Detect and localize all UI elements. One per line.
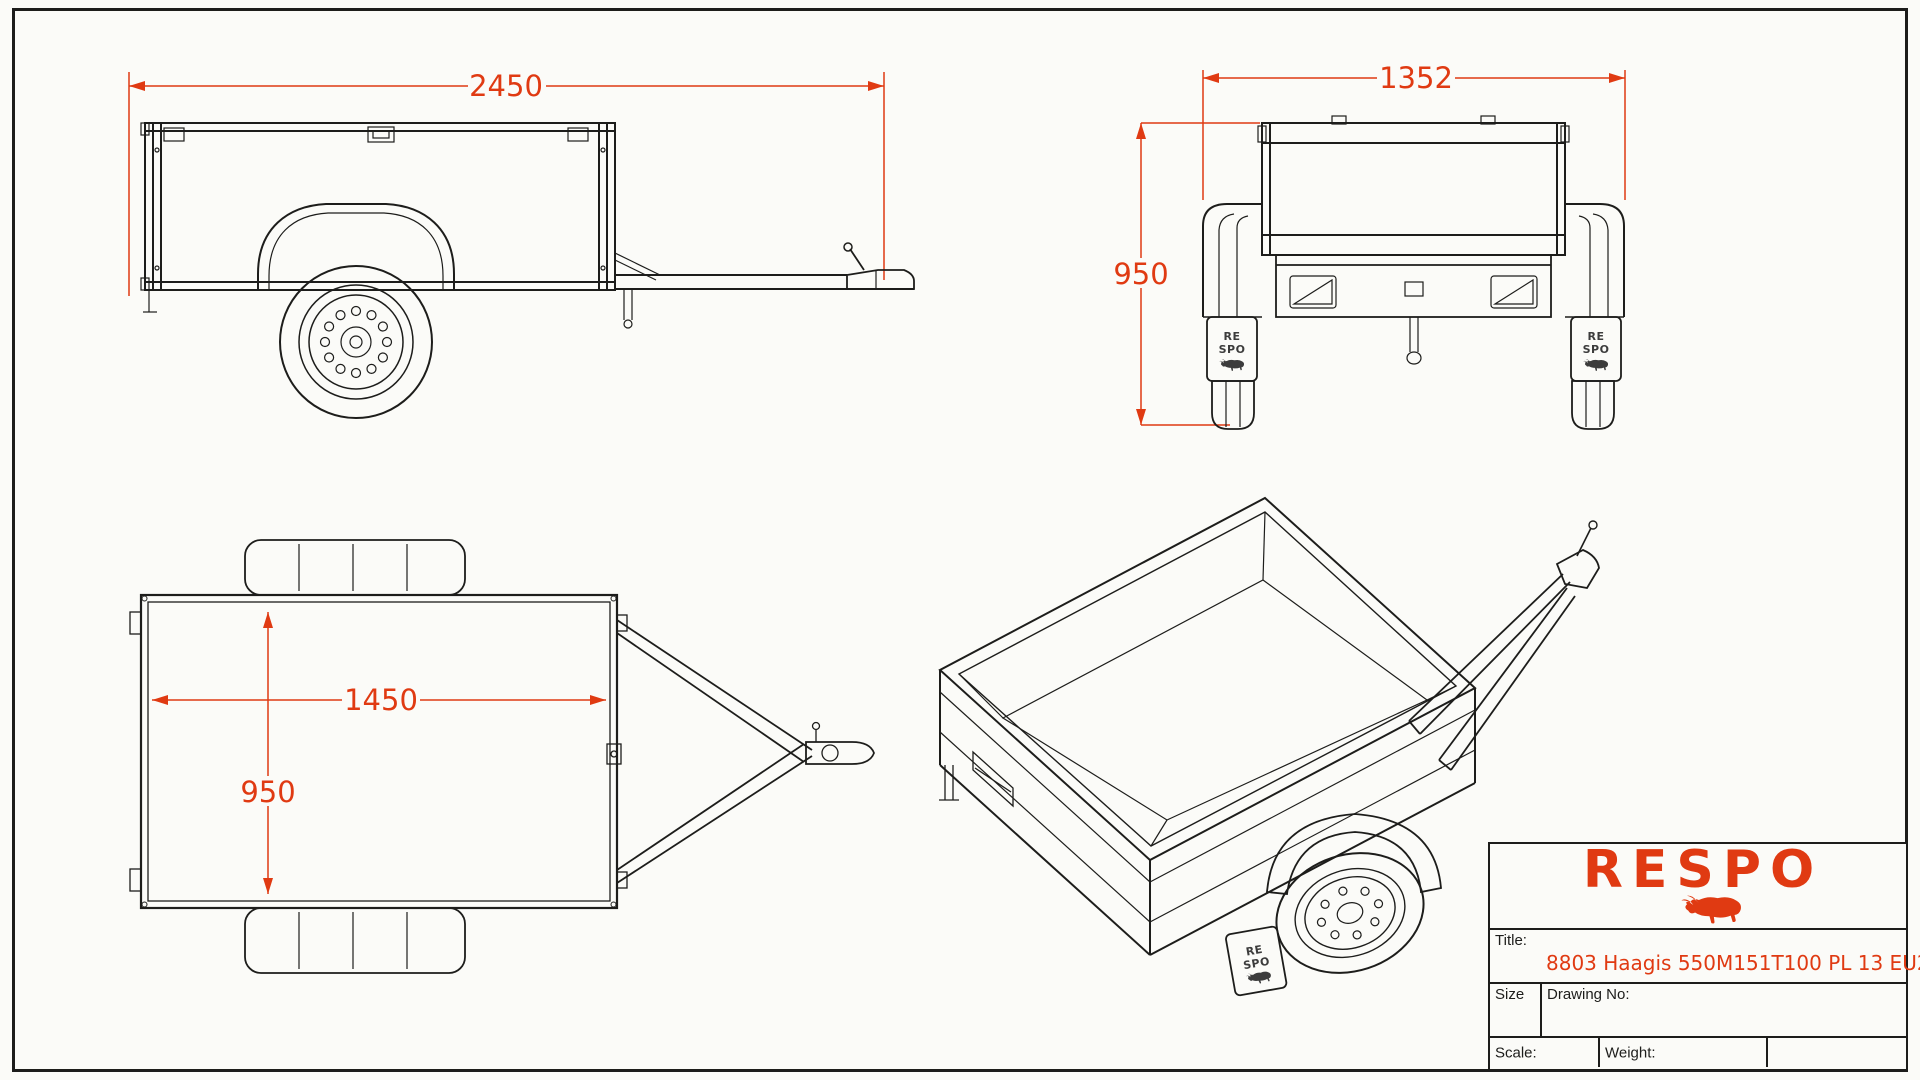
dim-inner-width-text: 950 [240,775,295,809]
drawing-no-label: Drawing No: [1547,986,1630,1003]
side-view-drawing: 2450 [128,69,915,419]
mudflap-text-top: RE [1224,330,1241,343]
cargo-box-top [129,593,628,910]
trailer-body-side [140,122,616,313]
isometric-view-drawing: RE SPO [938,496,1600,997]
sheet-border [12,8,1908,1072]
mudflap-text-top: RE [1588,330,1605,343]
wheels-top-view [244,539,466,974]
top-view-drawing: 1450 950 [129,539,875,974]
drawing-no-cell: Drawing No: [1542,984,1906,1036]
wheel-iso [1275,852,1425,974]
respo-bull-icon [1681,895,1741,924]
title-row: Title: 8803 Haagis 550M151T100 PL 13 EU2… [1490,930,1920,984]
mudflap-text-bottom: SPO [1219,343,1246,356]
title-label: Title: [1495,932,1527,949]
size-label: Size [1495,986,1525,1003]
tailgate-rear [1257,115,1570,256]
mudflap-text-top: RE [1245,943,1264,959]
dim-overall-length-text: 2450 [469,69,543,103]
dim-overall-width-text: 1352 [1379,61,1453,95]
respo-logo-text: RESPO [1582,840,1824,900]
wheel-side [279,265,433,419]
dim-overall-height-text: 950 [1113,257,1168,291]
mudflap-bull-icon [1219,359,1245,371]
dimension-inner-width [263,612,273,894]
weight-cell: Weight: [1600,1038,1768,1067]
size-cell: Size [1490,984,1542,1036]
mudguard-side [257,203,455,290]
title-value: 8803 Haagis 550M151T100 PL 13 EU2- [1546,951,1920,975]
weight-label: Weight: [1605,1044,1656,1061]
drawbar-side [614,242,915,329]
title-block: RESPO Title: 8803 Haagis 550M151T100 PL … [1488,842,1920,1071]
mudflap-left: RE SPO [1206,316,1258,382]
drawbar-top-view [606,619,875,884]
cargo-box-iso [938,496,1477,956]
dim-inner-length-text: 1450 [344,683,418,717]
drawbar-iso [1408,520,1600,771]
dimension-overall-length [128,72,885,296]
empty-cell [1768,1038,1906,1067]
scale-label: Scale: [1495,1044,1537,1061]
size-drawing-row: Size Drawing No: [1490,984,1906,1038]
mudflap-text-bottom: SPO [1583,343,1610,356]
mudflap-right: RE SPO [1570,316,1622,382]
scale-weight-row: Scale: Weight: [1490,1038,1906,1067]
mudflap-bull-icon [1583,359,1609,371]
wheels-rear [1211,380,1615,430]
rear-frame [1275,254,1552,365]
mudguard-iso [1266,813,1442,895]
logo-cell: RESPO [1490,844,1906,930]
rear-view-drawing: 1352 950 [1112,61,1626,430]
scale-cell: Scale: [1490,1038,1600,1067]
mudflap-text-bottom: SPO [1242,955,1271,972]
mudflap-iso: RE SPO [1225,925,1288,997]
fenders-rear [1202,203,1625,318]
